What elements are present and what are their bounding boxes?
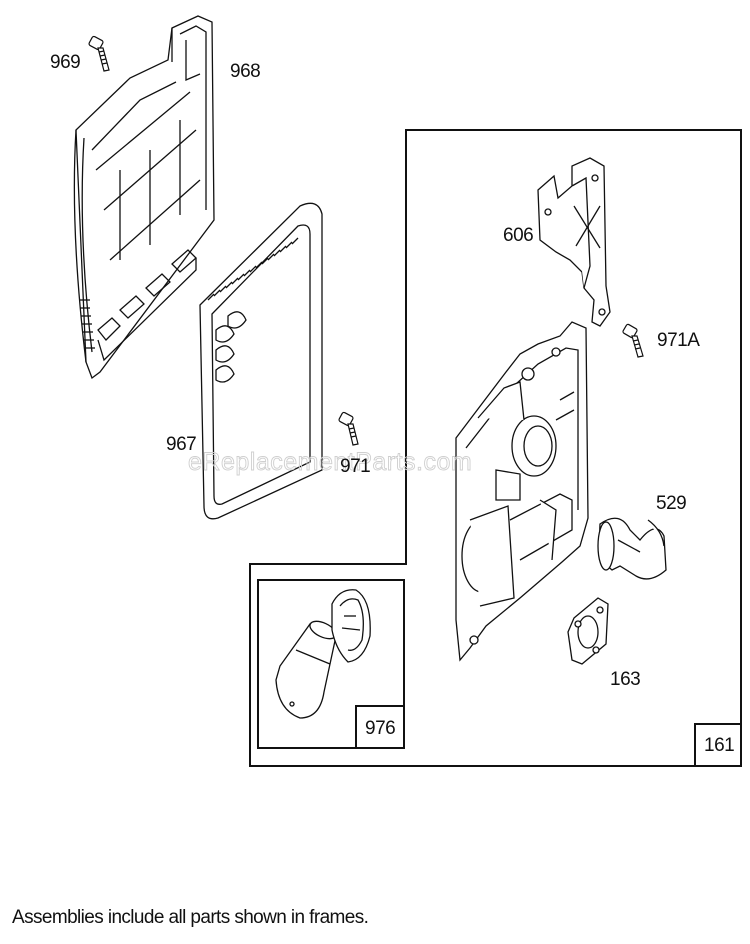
- label-161: 161: [704, 735, 734, 756]
- label-529: 529: [656, 493, 686, 514]
- assembly-frame-976: [257, 579, 405, 749]
- label-967: 967: [166, 434, 196, 455]
- bracket-606: [538, 158, 610, 326]
- label-968: 968: [230, 61, 260, 82]
- float-976: [276, 618, 339, 718]
- clip-976: [332, 590, 370, 662]
- screw-971a: [622, 324, 643, 357]
- carburetor-body: [456, 322, 588, 660]
- assembly-frame-161: [249, 129, 742, 767]
- label-163: 163: [610, 669, 640, 690]
- screw-969: [88, 36, 109, 71]
- label-971a: 971A: [657, 330, 700, 351]
- label-969: 969: [50, 52, 80, 73]
- screw-971: [338, 412, 358, 445]
- gasket-163: [568, 598, 608, 664]
- elbow-529: [598, 518, 666, 579]
- frame-tag-161-box: [694, 723, 742, 767]
- air-cleaner-cover-968: [74, 16, 214, 378]
- label-976: 976: [365, 718, 395, 739]
- air-filter-967: [200, 203, 322, 518]
- label-606: 606: [503, 225, 533, 246]
- frame-tag-976-box: [355, 705, 405, 749]
- footer-note: Assemblies include all parts shown in fr…: [12, 907, 369, 928]
- label-971: 971: [340, 456, 370, 477]
- watermark-text: eReplacementParts.com: [188, 448, 472, 476]
